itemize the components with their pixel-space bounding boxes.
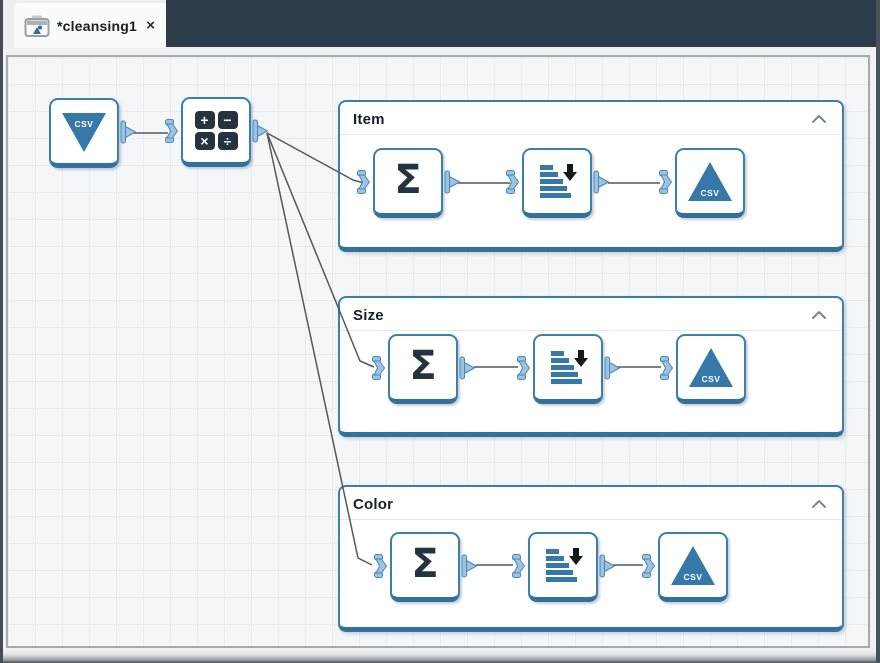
output-port[interactable]: [459, 354, 476, 382]
node-sort[interactable]: [533, 334, 603, 404]
output-port[interactable]: [599, 552, 616, 580]
input-port[interactable]: [371, 552, 388, 580]
tab-bar: *cleansing1 ×: [3, 0, 876, 48]
node-calculator[interactable]: + − × ÷: [181, 97, 251, 167]
group-color[interactable]: Color Σ CSV: [338, 485, 844, 632]
project-icon: [24, 15, 50, 37]
svg-text:CSV: CSV: [702, 374, 721, 384]
svg-text:CSV: CSV: [684, 572, 703, 582]
csv-export-triangle-icon: CSV: [688, 161, 732, 201]
sigma-icon: Σ: [409, 342, 437, 389]
input-port[interactable]: [514, 354, 531, 382]
tab-bar-background: [166, 0, 876, 47]
node-export-csv[interactable]: CSV: [658, 532, 728, 602]
group-size[interactable]: Size Σ CSV: [338, 296, 844, 437]
tab-title: *cleansing1: [57, 17, 138, 34]
window-border-bottom: [0, 650, 880, 663]
svg-text:CSV: CSV: [701, 188, 720, 198]
chevron-up-icon[interactable]: [809, 309, 829, 321]
group-header: Size: [340, 298, 842, 331]
node-import-csv[interactable]: CSV: [49, 98, 119, 168]
input-port[interactable]: [354, 168, 371, 196]
calculator-icon: + − × ÷: [194, 111, 238, 150]
csv-import-triangle-icon: CSV: [62, 112, 106, 152]
input-port[interactable]: [369, 354, 386, 382]
sigma-icon: Σ: [394, 156, 422, 203]
group-header: Color: [340, 487, 842, 520]
output-port[interactable]: [120, 118, 137, 146]
output-port[interactable]: [444, 168, 461, 196]
node-aggregate[interactable]: Σ: [390, 532, 460, 602]
input-port[interactable]: [509, 552, 526, 580]
window-border-left: [0, 0, 3, 663]
sigma-icon: Σ: [411, 540, 439, 587]
group-title: Size: [353, 307, 384, 324]
sort-descending-icon: [546, 346, 590, 390]
divide-tile: ÷: [217, 132, 238, 150]
group-title: Item: [353, 111, 385, 128]
group-item[interactable]: Item Σ CSV: [338, 100, 844, 252]
input-port[interactable]: [503, 168, 520, 196]
input-port[interactable]: [656, 168, 673, 196]
plus-tile: +: [194, 111, 215, 129]
input-port[interactable]: [162, 117, 179, 145]
output-port[interactable]: [593, 168, 610, 196]
group-header: Item: [340, 102, 842, 135]
node-sort[interactable]: [528, 532, 598, 602]
group-title: Color: [353, 496, 394, 513]
output-port[interactable]: [604, 354, 621, 382]
output-port[interactable]: [252, 117, 269, 145]
node-export-csv[interactable]: CSV: [675, 148, 745, 218]
chevron-up-icon[interactable]: [809, 113, 829, 125]
tab-cleansing1[interactable]: *cleansing1 ×: [14, 3, 166, 48]
sort-descending-icon: [541, 544, 585, 588]
minus-tile: −: [217, 111, 238, 129]
window-border-right: [876, 0, 880, 663]
node-aggregate[interactable]: Σ: [373, 148, 443, 218]
sort-descending-icon: [535, 160, 579, 204]
workflow-canvas[interactable]: Item Σ CSV: [6, 55, 870, 648]
output-port[interactable]: [461, 552, 478, 580]
csv-export-triangle-icon: CSV: [671, 545, 715, 585]
input-port[interactable]: [657, 354, 674, 382]
node-export-csv[interactable]: CSV: [676, 334, 746, 404]
chevron-up-icon[interactable]: [809, 498, 829, 510]
input-port[interactable]: [639, 552, 656, 580]
multiply-tile: ×: [194, 132, 215, 150]
close-icon[interactable]: ×: [146, 17, 155, 34]
csv-export-triangle-icon: CSV: [689, 347, 733, 387]
svg-text:CSV: CSV: [75, 119, 94, 129]
node-sort[interactable]: [522, 148, 592, 218]
node-aggregate[interactable]: Σ: [388, 334, 458, 404]
